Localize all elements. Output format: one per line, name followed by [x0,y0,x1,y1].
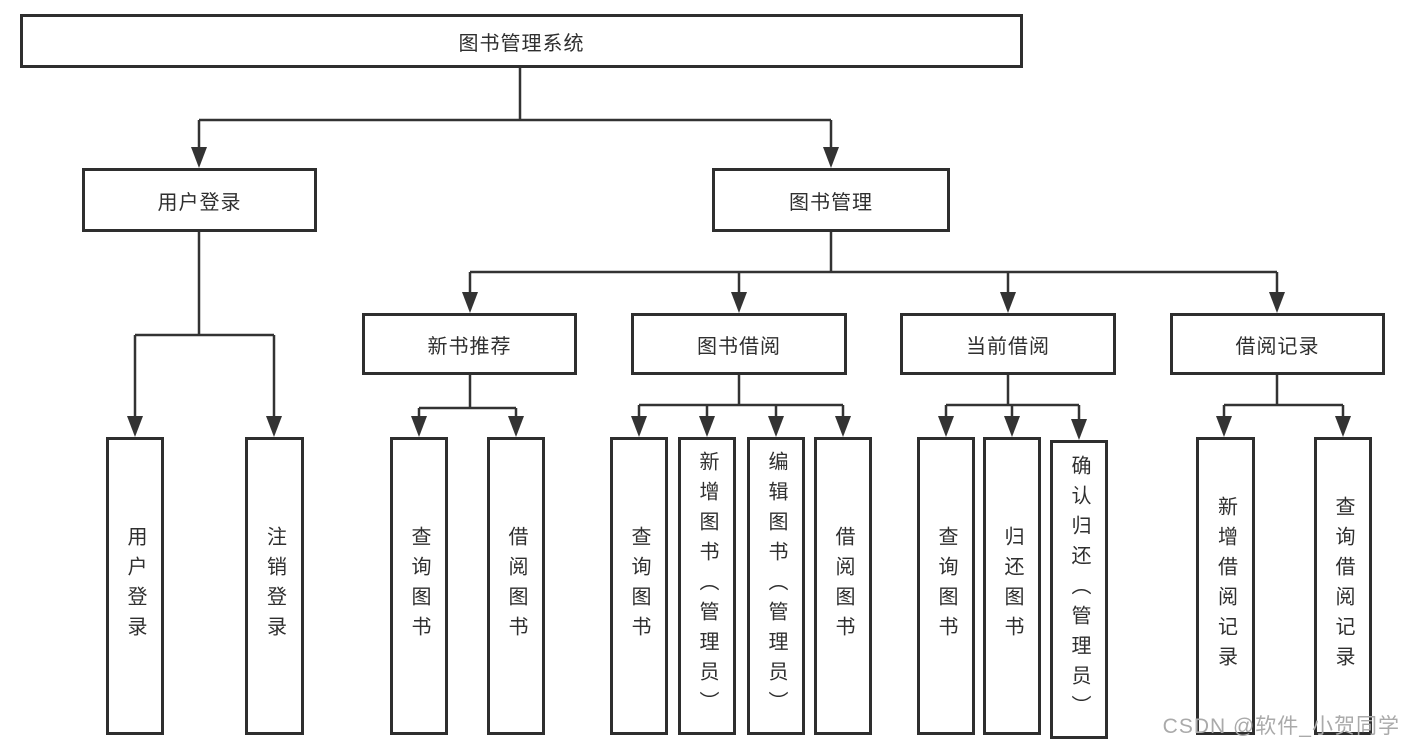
node-leaf-borrow-books-rec: 借阅图书 [487,437,545,735]
node-leaf-borrow-books: 借阅图书 [814,437,872,735]
node-leaf-logout: 注销登录 [245,437,304,735]
node-book-management-module: 图书管理 [712,168,950,232]
node-user-login-module: 用户登录 [82,168,317,232]
csdn-watermark: CSDN @软件_小贺同学 [1162,715,1400,738]
node-label: 查询图书 [628,526,650,646]
node-leaf-confirm-return-admin: 确认归还（管理员） [1050,440,1108,739]
node-label: 编辑图书（管理员） [765,451,787,721]
node-leaf-add-books-admin: 新增图书（管理员） [678,437,736,735]
node-leaf-user-login: 用户登录 [106,437,164,735]
node-leaf-query-borrow-record: 查询借阅记录 [1314,437,1372,735]
node-library-management-system: 图书管理系统 [20,14,1023,68]
node-label: 图书借阅 [697,335,781,358]
node-label: 新增借阅记录 [1214,496,1237,676]
node-label: 查询借阅记录 [1332,496,1354,676]
node-leaf-add-borrow-record: 新增借阅记录 [1196,437,1255,735]
node-label: 图书管理 [789,191,873,214]
node-label: 查询图书 [935,526,957,646]
arrowheads [127,147,1351,440]
node-borrowing-records: 借阅记录 [1170,313,1385,375]
node-label: 用户登录 [124,526,146,646]
node-label: 归还图书 [1001,526,1023,646]
node-leaf-query-books-borrow: 查询图书 [610,437,668,735]
node-new-book-recommendation: 新书推荐 [362,313,577,375]
node-current-borrowing: 当前借阅 [900,313,1116,375]
node-label: 新书推荐 [427,335,512,358]
node-label: 用户登录 [157,191,242,214]
node-leaf-return-books: 归还图书 [983,437,1041,735]
node-label: 图书管理系统 [458,32,585,55]
node-leaf-query-books-current: 查询图书 [917,437,975,735]
node-leaf-edit-books-admin: 编辑图书（管理员） [747,437,805,735]
node-label: 查询图书 [408,526,430,646]
node-label: 当前借阅 [966,335,1050,358]
node-leaf-query-books-rec: 查询图书 [390,437,448,735]
node-label: 借阅记录 [1235,335,1320,358]
node-book-borrowing: 图书借阅 [631,313,847,375]
node-label: 注销登录 [263,526,286,646]
node-label: 确认归还（管理员） [1068,454,1090,725]
node-label: 借阅图书 [505,526,527,646]
node-label: 新增图书（管理员） [696,451,718,721]
node-label: 借阅图书 [832,526,854,646]
